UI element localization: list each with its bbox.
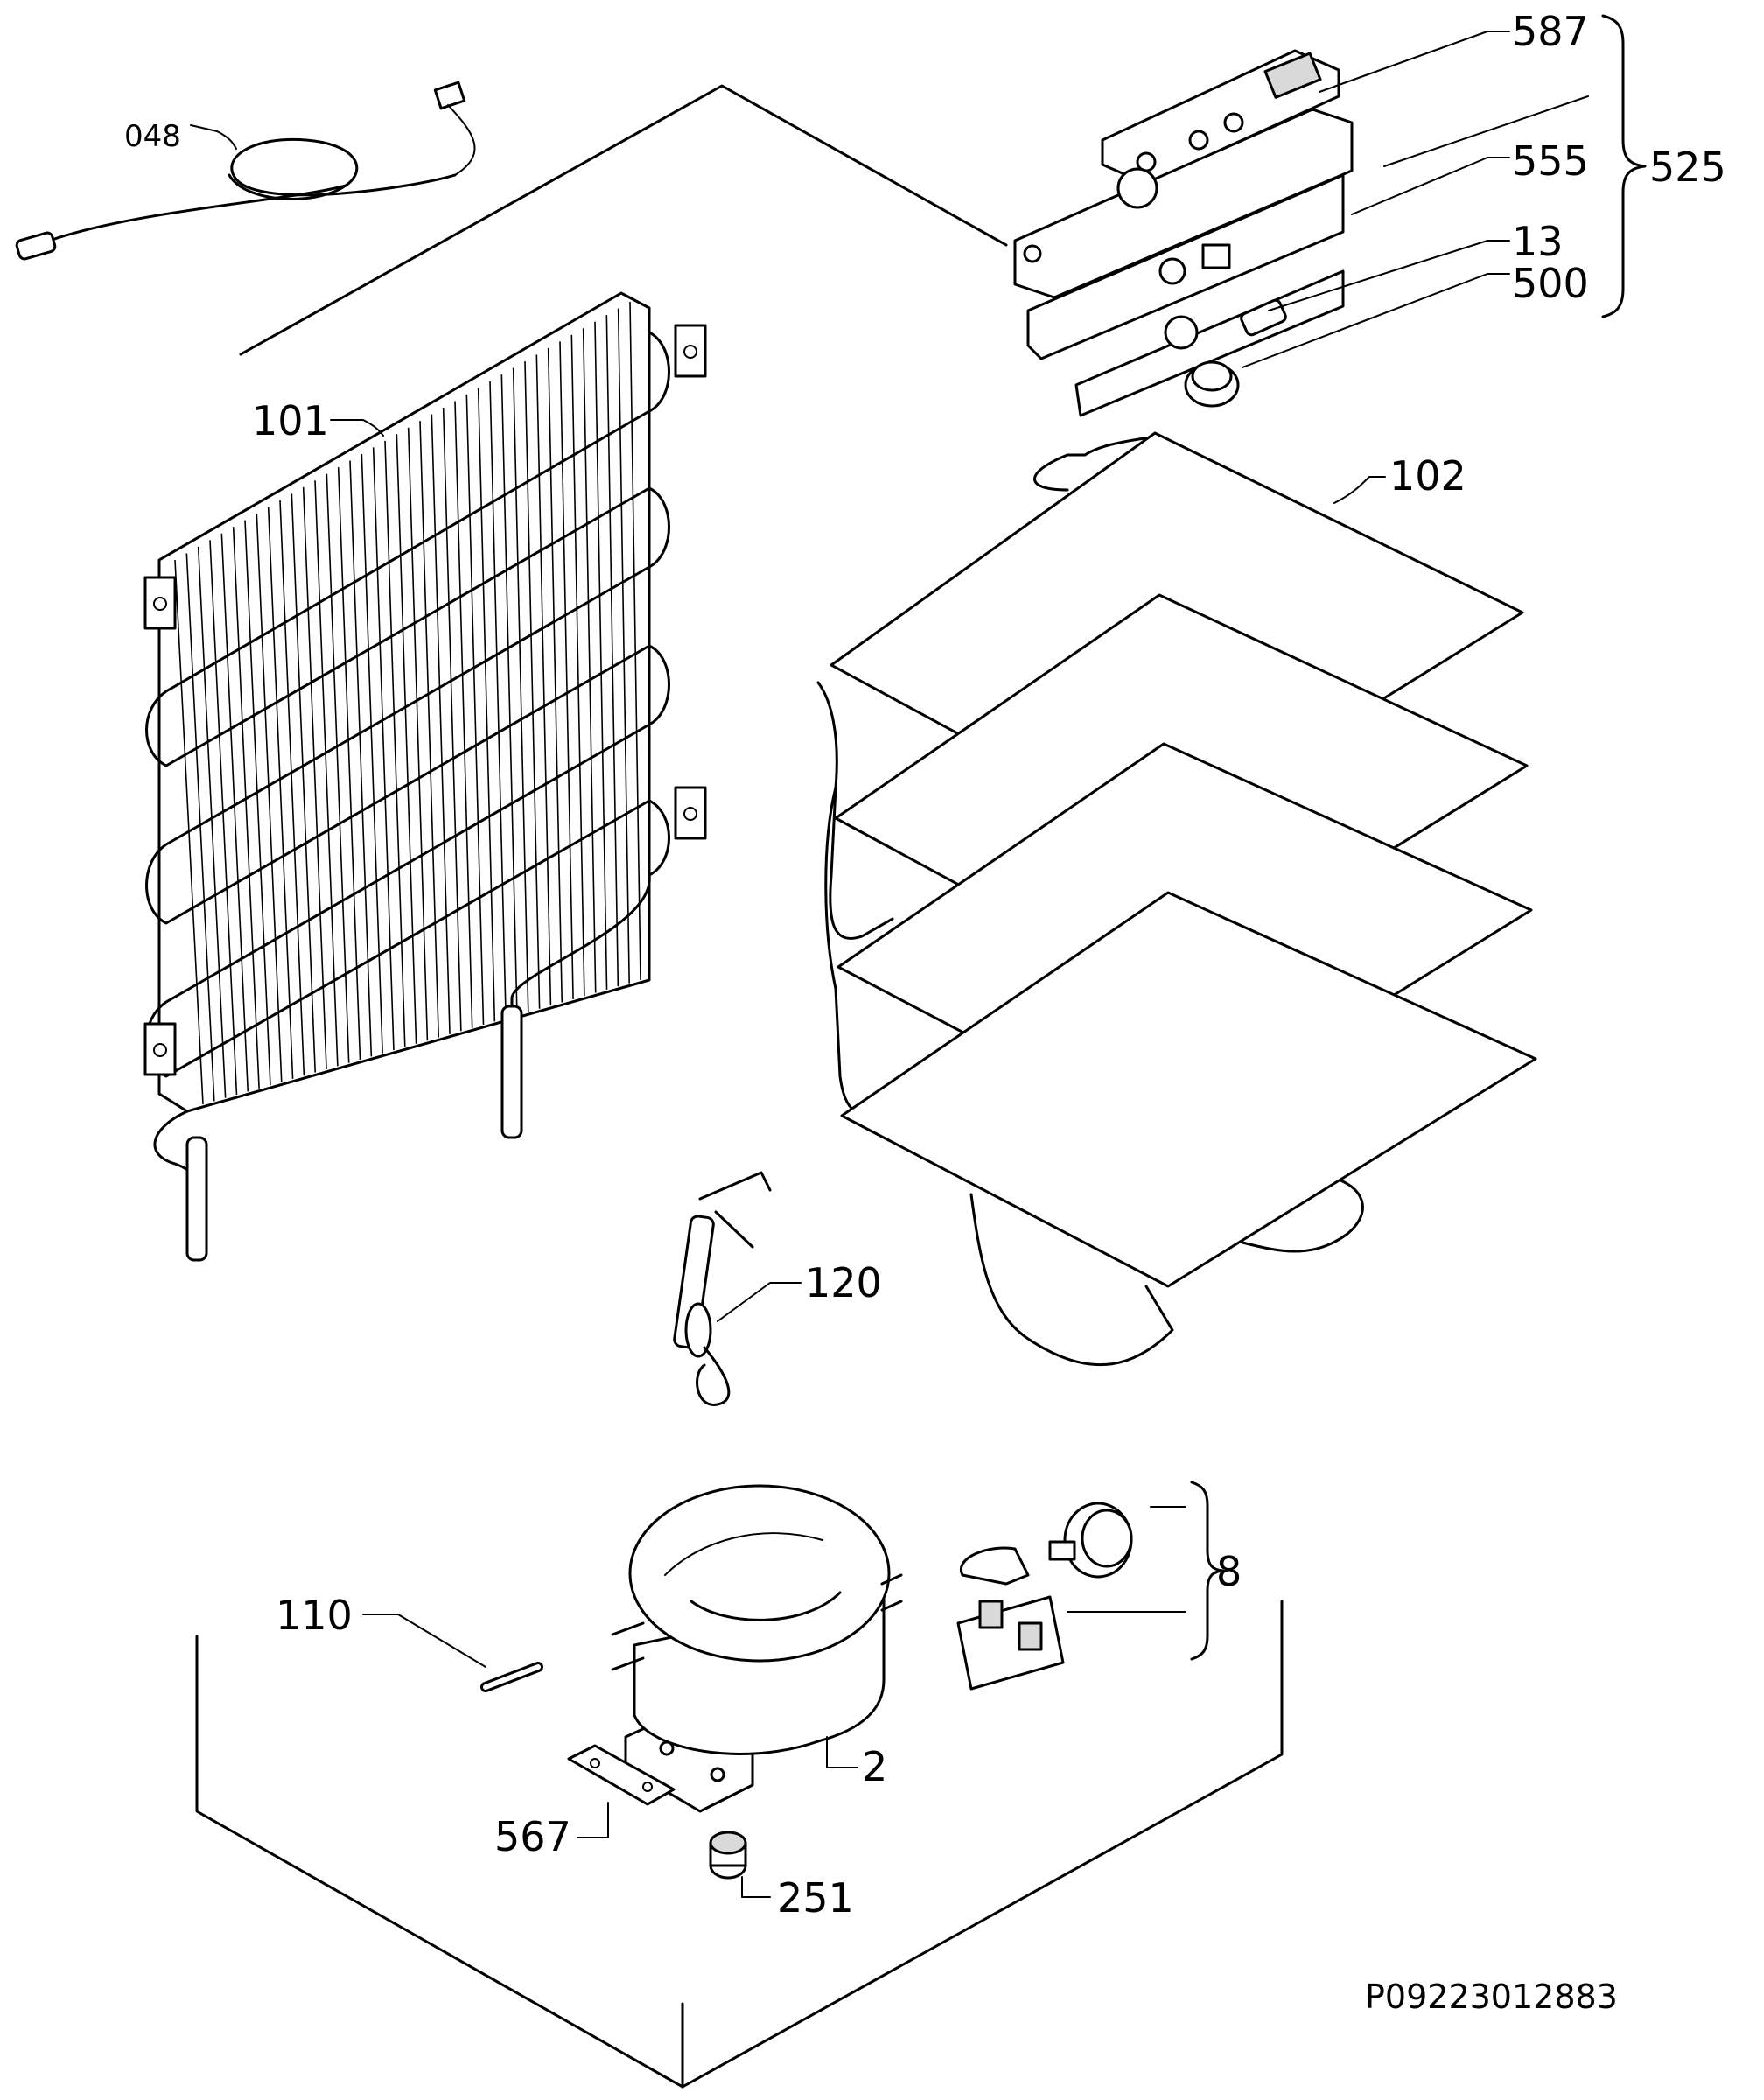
- condenser-wire: [349, 460, 373, 1057]
- condenser-wire: [326, 473, 350, 1063]
- callout-labels: 048 587 555 525 13 500 101 102 120 110 8…: [124, 8, 1726, 2016]
- callout-110: 110: [276, 1592, 353, 1639]
- relay-starter-part: [956, 1502, 1133, 1690]
- condenser-wire: [186, 553, 215, 1102]
- condenser-wire: [407, 427, 429, 1041]
- condenser-wire: [279, 500, 305, 1076]
- callout-500: 500: [1512, 260, 1589, 307]
- cabinet-top-outline: [239, 84, 1008, 356]
- condenser-wire: [536, 354, 552, 1006]
- condenser-wire: [256, 514, 283, 1082]
- callout-555: 555: [1512, 137, 1589, 185]
- condenser-wire: [232, 527, 260, 1088]
- condenser-part: [144, 291, 707, 1262]
- condenser-wire: [396, 434, 417, 1044]
- callout-587: 587: [1512, 8, 1589, 55]
- condenser-wire: [629, 301, 641, 981]
- condenser-wire: [547, 347, 564, 1003]
- condenser-wire: [419, 421, 440, 1038]
- callout-120: 120: [805, 1259, 882, 1306]
- condenser-wire: [512, 368, 529, 1012]
- compressor-part: [611, 1484, 903, 1813]
- mounting-plate-part: [567, 1744, 676, 1806]
- condenser-wire: [594, 321, 608, 990]
- rod-part: [480, 1662, 543, 1692]
- condenser-wire: [267, 507, 294, 1079]
- reference-code: P09223012883: [1365, 1978, 1618, 2016]
- condenser-wire: [559, 341, 574, 999]
- callout-2: 2: [862, 1743, 887, 1790]
- callout-13: 13: [1512, 218, 1564, 265]
- callout-8: 8: [1216, 1548, 1242, 1595]
- callout-048: 048: [124, 119, 181, 154]
- condenser-wire: [337, 467, 361, 1060]
- condenser-wire: [489, 381, 507, 1018]
- condenser-wire: [477, 388, 496, 1022]
- leader-lines: [190, 31, 1589, 1898]
- condenser-wire: [466, 394, 485, 1025]
- condenser-wire: [384, 440, 406, 1047]
- condenser-wire: [220, 533, 249, 1092]
- cabinet-base-outline: [195, 1600, 1284, 2089]
- condenser-wire: [606, 315, 620, 987]
- thermostat-assembly-part: [1013, 49, 1354, 417]
- condenser-wire: [209, 540, 238, 1096]
- condenser-wire: [314, 480, 339, 1067]
- condenser-wire: [302, 486, 327, 1069]
- callout-101: 101: [252, 397, 329, 444]
- filter-drier-part: [673, 1171, 772, 1406]
- evaporator-shelves-part: [816, 431, 1537, 1367]
- group-braces: [1190, 14, 1647, 1661]
- condenser-wire: [500, 374, 518, 1016]
- condenser-wire: [430, 414, 451, 1034]
- condenser-wire: [617, 308, 630, 984]
- condenser-wire: [244, 520, 271, 1086]
- callout-251: 251: [777, 1874, 854, 1922]
- condenser-wire: [442, 408, 462, 1032]
- callout-525: 525: [1649, 144, 1726, 191]
- condenser-wire: [290, 494, 317, 1073]
- condenser-wire: [524, 361, 541, 1009]
- condenser-wire: [570, 334, 585, 997]
- nut-part: [709, 1830, 747, 1880]
- sensor-cable-part: [15, 80, 476, 261]
- condenser-wire: [582, 328, 597, 993]
- condenser-wire: [197, 546, 227, 1098]
- callout-567: 567: [494, 1813, 571, 1860]
- callout-102: 102: [1390, 452, 1466, 500]
- condenser-wire: [454, 401, 473, 1028]
